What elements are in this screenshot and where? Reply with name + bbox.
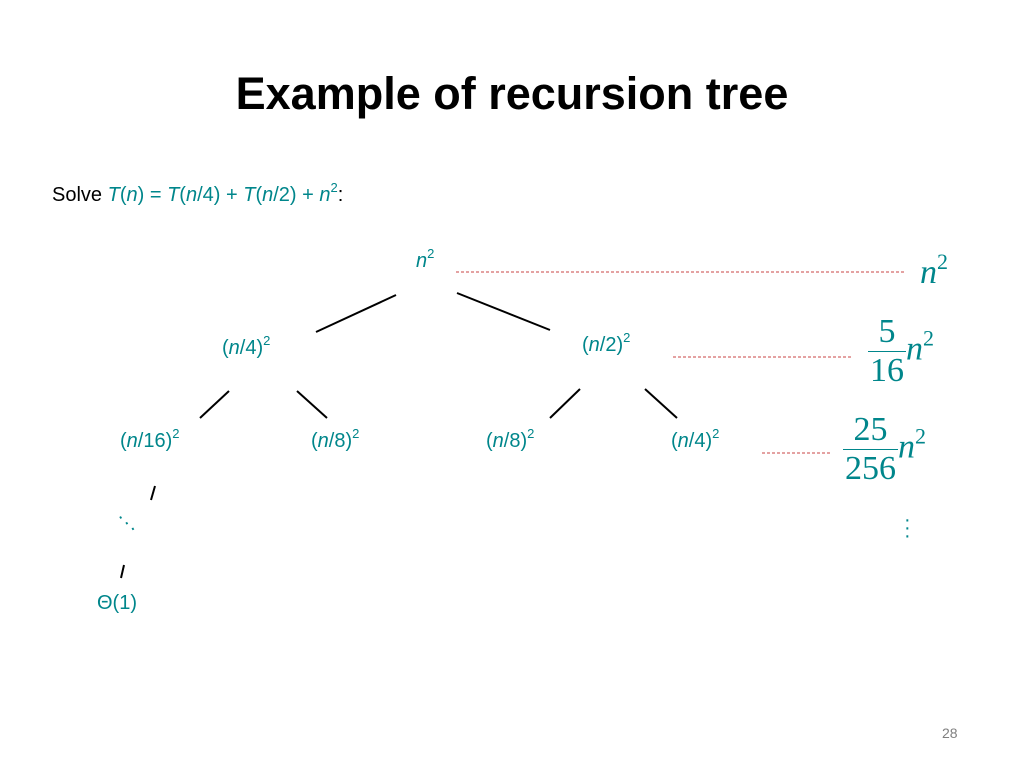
node-var: n bbox=[126, 430, 138, 452]
node-rest: /16) bbox=[137, 430, 173, 452]
edge-l1b-right bbox=[644, 388, 678, 419]
node-rest: /2) bbox=[599, 334, 624, 356]
tree-node-root: n2 bbox=[416, 247, 434, 273]
node-open: ( bbox=[120, 430, 127, 452]
level-sum-var: n bbox=[906, 330, 923, 368]
edge-root-right bbox=[456, 292, 551, 331]
recurrence-n3: n bbox=[262, 184, 274, 206]
tree-node-level2-4: (n/4)2 bbox=[671, 427, 719, 453]
level-sum-exp: 2 bbox=[923, 325, 934, 351]
node-rest: /4) bbox=[239, 337, 264, 359]
level-sum-fraction: 5 16 bbox=[868, 313, 906, 390]
node-var: n bbox=[416, 250, 428, 272]
edge-l2-down bbox=[150, 485, 156, 501]
level-sum-numerator: 5 bbox=[878, 313, 896, 350]
recurrence-div2: /2) + bbox=[273, 184, 320, 206]
level-sum-numerator: 25 bbox=[853, 411, 888, 448]
edge-l1a-right bbox=[296, 390, 328, 419]
level-sum-exp: 2 bbox=[937, 249, 948, 274]
node-rest: /8) bbox=[328, 430, 353, 452]
recurrence-n2: n bbox=[185, 184, 198, 206]
recurrence-div4: /4) + bbox=[197, 184, 244, 206]
level-sum-0: n2 bbox=[920, 251, 948, 292]
node-open: ( bbox=[671, 430, 678, 452]
level-sum-exp: 2 bbox=[915, 423, 926, 449]
level-sum-ellipsis: ··· bbox=[904, 509, 911, 547]
level-sum-var: n bbox=[898, 428, 915, 466]
level-sum-var: n bbox=[920, 254, 937, 291]
recurrence: T(n) = T(n/4) + T(n/2) + n2 bbox=[107, 180, 338, 206]
tree-leaf: Θ(1) bbox=[97, 592, 137, 614]
recurrence-exp: 2 bbox=[330, 180, 338, 195]
node-var: n bbox=[677, 430, 689, 452]
edge-root-left bbox=[315, 294, 397, 333]
node-var: n bbox=[228, 337, 240, 359]
edge-l1a-left bbox=[199, 390, 230, 419]
tree-node-level2-3: (n/8)2 bbox=[486, 427, 534, 453]
recurrence-n4: n bbox=[319, 184, 331, 206]
level-sum-denominator: 16 bbox=[868, 351, 906, 389]
problem-colon: : bbox=[337, 184, 344, 206]
level-sum-denominator: 256 bbox=[843, 449, 898, 487]
edge-l1b-left bbox=[549, 388, 581, 419]
node-var: n bbox=[317, 430, 329, 452]
recurrence-t3: T bbox=[243, 184, 256, 206]
node-exp: 2 bbox=[527, 426, 535, 441]
problem-statement: Solve T(n) = T(n/4) + T(n/2) + n2: bbox=[52, 180, 344, 207]
level-sum-2: 25 256 n2 bbox=[843, 411, 926, 488]
node-exp: 2 bbox=[427, 246, 435, 261]
recurrence-t2: T bbox=[167, 184, 180, 206]
page-number: 28 bbox=[942, 725, 958, 741]
tree-node-level1-right: (n/2)2 bbox=[582, 331, 630, 357]
recurrence-t: T bbox=[107, 184, 120, 206]
node-exp: 2 bbox=[623, 330, 631, 345]
node-open: ( bbox=[486, 430, 493, 452]
node-open: ( bbox=[222, 337, 229, 359]
node-exp: 2 bbox=[712, 426, 720, 441]
tree-node-level1-left: (n/4)2 bbox=[222, 334, 270, 360]
tree-node-level2-2: (n/8)2 bbox=[311, 427, 359, 453]
node-exp: 2 bbox=[352, 426, 360, 441]
node-rest: /8) bbox=[503, 430, 528, 452]
level-sum-fraction: 25 256 bbox=[843, 411, 898, 488]
node-open: ( bbox=[311, 430, 318, 452]
problem-prefix: Solve bbox=[52, 184, 103, 206]
edge-leaf-down bbox=[120, 564, 125, 579]
recurrence-eq: ) = bbox=[137, 184, 168, 206]
node-var: n bbox=[492, 430, 504, 452]
node-exp: 2 bbox=[172, 426, 180, 441]
tree-node-level2-1: (n/16)2 bbox=[120, 427, 180, 453]
slide-title: Example of recursion tree bbox=[235, 68, 789, 119]
node-var: n bbox=[588, 334, 600, 356]
node-open: ( bbox=[582, 334, 589, 356]
node-exp: 2 bbox=[263, 333, 271, 348]
node-rest: /4) bbox=[688, 430, 713, 452]
recurrence-n: n bbox=[126, 184, 138, 206]
level-sum-1: 5 16 n2 bbox=[868, 313, 934, 390]
